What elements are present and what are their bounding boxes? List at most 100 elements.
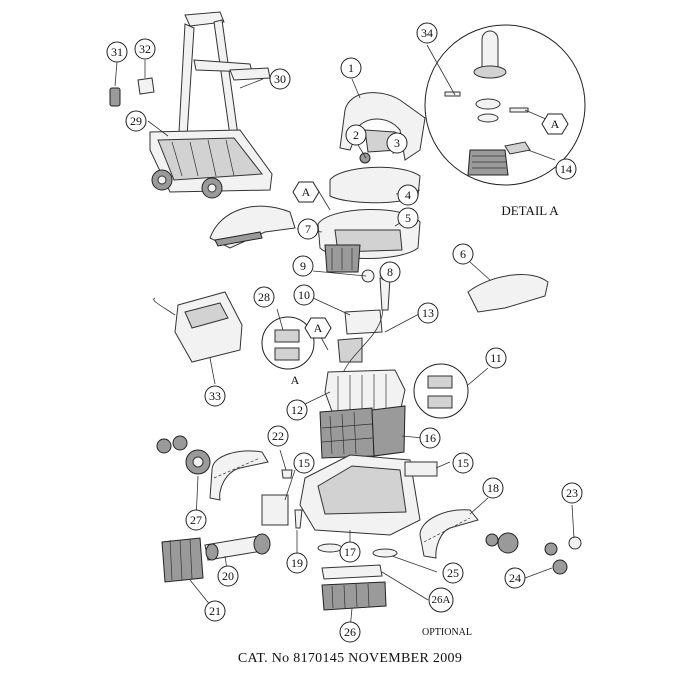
callout-10: 10 xyxy=(293,284,315,306)
svg-text:22: 22 xyxy=(272,429,284,443)
catalog-caption: CAT. No 8170145 NOVEMBER 2009 xyxy=(237,651,463,666)
side-panel-7 xyxy=(209,205,296,249)
callout-4: 4 xyxy=(397,184,419,206)
svg-text:9: 9 xyxy=(300,259,306,273)
track-left xyxy=(156,435,269,501)
svg-text:34: 34 xyxy=(421,26,433,40)
brush-26 xyxy=(321,581,387,611)
marker-a-top: A xyxy=(292,181,320,203)
callout-26A: 26A xyxy=(428,587,454,613)
callout-13: 13 xyxy=(417,302,439,324)
svg-text:5: 5 xyxy=(405,211,411,225)
svg-text:33: 33 xyxy=(209,389,221,403)
callout-26: 26 xyxy=(339,621,361,643)
svg-text:17: 17 xyxy=(344,545,356,559)
svg-text:19: 19 xyxy=(291,556,303,570)
svg-text:A: A xyxy=(302,185,311,199)
filter-pack-28 xyxy=(261,316,315,370)
svg-text:26A: 26A xyxy=(432,594,451,606)
svg-text:25: 25 xyxy=(447,566,459,580)
svg-text:13: 13 xyxy=(422,306,434,320)
brush-26A xyxy=(321,564,383,580)
svg-text:3: 3 xyxy=(394,136,400,150)
svg-text:6: 6 xyxy=(460,247,466,261)
filter-panel-16 xyxy=(319,405,406,459)
filter-pack-11 xyxy=(413,363,469,419)
part-31-32 xyxy=(109,77,155,107)
svg-text:4: 4 xyxy=(405,188,411,202)
detail-a-view xyxy=(424,24,586,186)
svg-text:12: 12 xyxy=(291,403,303,417)
callout-28: 28 xyxy=(253,286,275,308)
callout-32: 32 xyxy=(134,38,156,60)
callout-33: 33 xyxy=(204,385,226,407)
detail-a-label: DETAIL A xyxy=(501,203,559,218)
svg-text:31: 31 xyxy=(111,45,123,59)
callout-7: 7 xyxy=(297,218,319,240)
svg-text:21: 21 xyxy=(209,604,221,618)
svg-text:11: 11 xyxy=(490,351,502,365)
callout-31: 31 xyxy=(106,41,128,63)
svg-text:30: 30 xyxy=(274,72,286,86)
svg-text:2: 2 xyxy=(353,128,359,142)
svg-text:A: A xyxy=(551,117,560,131)
callout-19: 19 xyxy=(286,552,308,574)
svg-text:15: 15 xyxy=(298,456,310,470)
callout-27: 27 xyxy=(185,509,207,531)
svg-text:28: 28 xyxy=(258,290,270,304)
svg-text:29: 29 xyxy=(130,114,142,128)
side-panel-6 xyxy=(467,274,549,313)
svg-text:7: 7 xyxy=(305,222,311,236)
optional-label: OPTIONAL xyxy=(422,627,472,638)
callout-17: 17 xyxy=(339,541,361,563)
callout-2: 2 xyxy=(345,124,367,146)
marker-a-plain: A xyxy=(291,373,300,387)
svg-text:18: 18 xyxy=(487,481,499,495)
callout-16: 16 xyxy=(419,427,441,449)
callout-20: 20 xyxy=(217,565,239,587)
marker-a-detail: A xyxy=(541,113,569,135)
callout-1: 1 xyxy=(340,57,362,79)
power-supply xyxy=(153,291,243,363)
leader-lines xyxy=(114,44,575,631)
callout-12: 12 xyxy=(286,399,308,421)
base-17 xyxy=(261,454,438,536)
callout-11: 11 xyxy=(485,347,507,369)
svg-text:24: 24 xyxy=(509,571,521,585)
svg-text:27: 27 xyxy=(190,513,202,527)
roller-20 xyxy=(204,533,271,561)
svg-text:15: 15 xyxy=(457,456,469,470)
caddy-cart xyxy=(149,11,273,199)
callout-21: 21 xyxy=(204,600,226,622)
callout-14: 14 xyxy=(555,158,577,180)
svg-text:16: 16 xyxy=(424,431,436,445)
callout-3: 3 xyxy=(386,132,408,154)
callout-30: 30 xyxy=(269,68,291,90)
svg-text:A: A xyxy=(314,321,323,335)
svg-text:23: 23 xyxy=(566,486,578,500)
svg-text:20: 20 xyxy=(222,569,234,583)
callout-22: 22 xyxy=(267,425,289,447)
parts-8-to-13 xyxy=(324,244,391,381)
callout-24: 24 xyxy=(504,567,526,589)
callout-25: 25 xyxy=(442,562,464,584)
svg-text:26: 26 xyxy=(344,625,356,639)
small-parts-19-22-25 xyxy=(281,469,398,558)
brush-21 xyxy=(161,537,204,583)
callout-8: 8 xyxy=(379,261,401,283)
svg-text:10: 10 xyxy=(298,288,310,302)
track-right xyxy=(419,509,582,575)
callout-15-b: 15 xyxy=(452,452,474,474)
motor-unit-12 xyxy=(324,369,406,415)
svg-text:14: 14 xyxy=(560,162,572,176)
callout-5: 5 xyxy=(397,207,419,229)
svg-text:1: 1 xyxy=(348,61,354,75)
callout-29: 29 xyxy=(125,110,147,132)
callout-15-a: 15 xyxy=(293,452,315,474)
marker-a-middle: A xyxy=(304,317,332,339)
callout-34: 34 xyxy=(416,22,438,44)
svg-text:8: 8 xyxy=(387,265,393,279)
svg-text:32: 32 xyxy=(139,42,151,56)
